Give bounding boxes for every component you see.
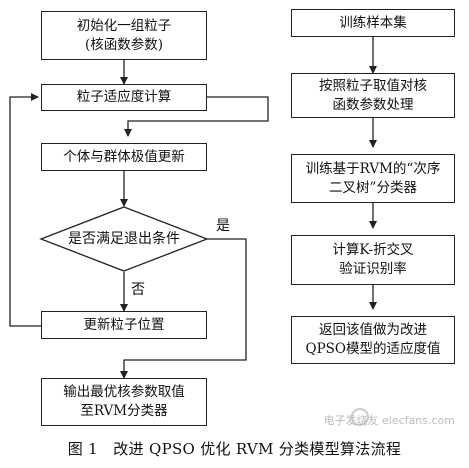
kfold-box: 计算K-折交叉 验证识别率 [291,235,455,285]
train-line-2: 二叉树”分类器 [329,179,417,196]
process-line-1: 按照粒子取值对核 [319,77,427,94]
return-fitness-box: 返回该值做为改进 QPSO模型的适应度值 [291,316,455,364]
output-line-2: 至RVM分类器 [80,403,168,419]
training-set-box: 训练样本集 [291,9,455,37]
decision-label: 是否满足退出条件 [68,231,180,247]
training-line-1: 训练样本集 [339,14,407,31]
kfold-line-1: 计算K-折交叉 [332,242,414,258]
output-box: 输出最优核参数取值 至RVM分类器 [41,378,207,426]
fitness-calc-box: 粒子适应度计算 [41,84,207,111]
update-best-line-1: 个体与群体极值更新 [63,148,185,165]
figure-caption: 图 1 改进 QPSO 优化 RVM 分类模型算法流程 [67,440,402,458]
watermark-logo-icon [351,408,369,426]
arrow-loop-back [9,93,41,327]
init-line-2: (核函数参数) [84,36,164,53]
update-best-box: 个体与群体极值更新 [41,143,207,171]
watermark: 电子发烧友 elecfans.com [323,414,455,427]
init-particles-box: 初始化一组粒子 (核函数参数) [41,11,207,60]
no-label: 否 [131,282,145,298]
decision-diamond [39,206,209,272]
param-process-box: 按照粒子取值对核 函数参数处理 [291,73,455,118]
train-line-1: 训练基于RVM的“次序 [305,160,441,177]
update-position-box: 更新粒子位置 [41,311,207,339]
return-line-1: 返回该值做为改进 [319,322,427,338]
process-line-2: 函数参数处理 [332,96,414,113]
update-pos-line-1: 更新粒子位置 [83,316,165,333]
yes-label: 是 [216,218,230,234]
train-classifier-box: 训练基于RVM的“次序 二叉树”分类器 [291,154,455,203]
kfold-line-2: 验证识别率 [339,261,407,277]
output-line-1: 输出最优核参数取值 [63,384,185,400]
init-line-1: 初始化一组粒子 [76,17,172,34]
arrow-decision-yes [120,238,247,379]
fitness-line-1: 粒子适应度计算 [76,89,172,105]
arrow-fitness-to-rightpath [124,96,269,137]
return-line-2: QPSO模型的适应度值 [305,341,441,357]
